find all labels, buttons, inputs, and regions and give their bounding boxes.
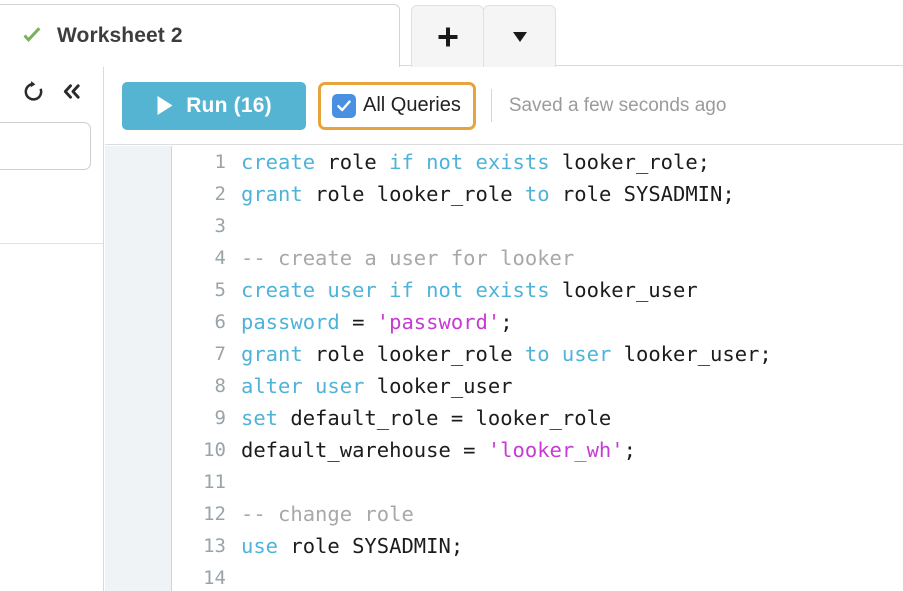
code-line[interactable]: 8 alter user looker_user: [173, 370, 903, 402]
line-content: grant role looker_role to role SYSADMIN;: [241, 182, 735, 206]
line-number: 4: [214, 247, 226, 269]
tab-worksheet-2[interactable]: Worksheet 2: [0, 4, 400, 67]
code-line[interactable]: 14: [173, 562, 903, 591]
toolbar-divider: [490, 89, 492, 122]
line-content: set default_role = looker_role: [241, 406, 612, 430]
code-line[interactable]: 3: [173, 210, 903, 242]
line-number: 7: [214, 343, 226, 365]
line-content: alter user looker_user: [241, 374, 513, 398]
worksheet-menu-button[interactable]: [483, 5, 556, 67]
code-line[interactable]: 13 use role SYSADMIN;: [173, 530, 903, 562]
line-content: default_warehouse = 'looker_wh';: [241, 438, 636, 462]
sidebar-divider: [0, 243, 103, 244]
line-number: 5: [214, 279, 226, 301]
line-number: 6: [214, 311, 226, 333]
line-number: 9: [214, 407, 226, 429]
line-content: create user if not exists looker_user: [241, 278, 698, 302]
left-sidebar: [0, 67, 104, 591]
plus-icon: [438, 27, 457, 46]
code-line[interactable]: 2 grant role looker_role to role SYSADMIN…: [173, 178, 903, 210]
line-content: create role if not exists looker_role;: [241, 150, 711, 174]
line-content: password = 'password';: [241, 310, 513, 334]
line-number: 8: [214, 375, 226, 397]
code-line[interactable]: 5 create user if not exists looker_user: [173, 274, 903, 306]
line-number: 11: [203, 471, 226, 493]
tab-title: Worksheet 2: [57, 24, 183, 47]
tab-bar: Worksheet 2: [0, 0, 903, 67]
code-line[interactable]: 12 -- change role: [173, 498, 903, 530]
code-line[interactable]: 4 -- create a user for looker: [173, 242, 903, 274]
all-queries-checkbox[interactable]: All Queries: [318, 81, 476, 130]
code-line[interactable]: 9 set default_role = looker_role: [173, 402, 903, 434]
sidebar-search-input[interactable]: [0, 122, 91, 170]
tab-actions: [411, 5, 556, 67]
line-number-gutter: [105, 146, 172, 591]
line-content: -- change role: [241, 502, 414, 526]
run-button[interactable]: Run (16): [122, 81, 306, 130]
sql-editor[interactable]: 1 create role if not exists looker_role; 2…: [105, 146, 903, 591]
refresh-icon[interactable]: [22, 80, 45, 103]
checkbox-box[interactable]: [332, 93, 356, 118]
code-line[interactable]: 6 password = 'password';: [173, 306, 903, 338]
line-number: 13: [203, 535, 226, 557]
code-line[interactable]: 11: [173, 466, 903, 498]
chevron-down-icon: [512, 31, 527, 42]
all-queries-label: All Queries: [363, 94, 461, 116]
line-number: 10: [203, 439, 226, 461]
check-icon: [23, 27, 41, 42]
new-worksheet-button[interactable]: [411, 5, 484, 67]
editor-toolbar: Run (16) All Queries Saved a few seconds…: [105, 67, 903, 145]
sidebar-icon-group: [22, 80, 83, 103]
line-number: 2: [214, 183, 226, 205]
code-lines[interactable]: 1 create role if not exists looker_role; 2…: [173, 146, 903, 591]
line-content: grant role looker_role to user looker_us…: [241, 342, 772, 366]
line-number: 1: [214, 151, 226, 173]
run-button-label: Run (16): [186, 93, 272, 117]
play-icon: [157, 96, 173, 115]
checkmark-icon: [337, 99, 351, 111]
line-content: -- create a user for looker: [241, 246, 575, 270]
line-number: 12: [203, 503, 226, 525]
double-chevron-left-icon[interactable]: [60, 80, 83, 103]
code-line[interactable]: 7 grant role looker_role to user looker_u…: [173, 338, 903, 370]
main-panel: Run (16) All Queries Saved a few seconds…: [105, 67, 903, 591]
line-number: 14: [203, 567, 226, 589]
line-content: use role SYSADMIN;: [241, 534, 464, 558]
saved-status: Saved a few seconds ago: [508, 94, 727, 116]
code-line[interactable]: 1 create role if not exists looker_role;: [173, 146, 903, 178]
code-line[interactable]: 10 default_warehouse = 'looker_wh';: [173, 434, 903, 466]
line-number: 3: [214, 215, 226, 237]
